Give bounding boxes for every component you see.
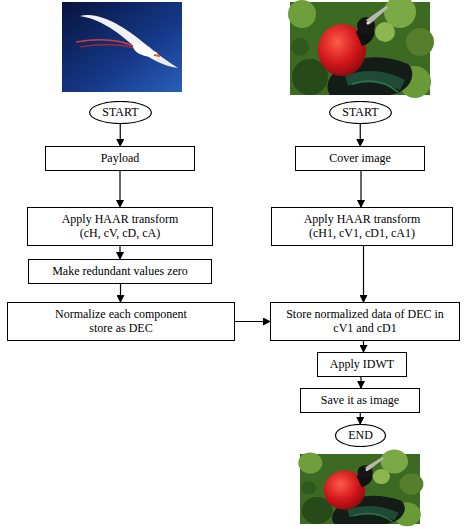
node-label: START bbox=[102, 105, 138, 119]
node-label: Save it as image bbox=[321, 393, 399, 407]
node-label: Store normalized data of DEC in cV1 and … bbox=[285, 307, 445, 335]
process-box: Apply IDWT bbox=[317, 352, 407, 377]
flow-arrow bbox=[363, 341, 364, 352]
process-box: Apply HAAR transform (cH, cV, cD, cA) bbox=[27, 207, 213, 246]
flow-arrow bbox=[120, 284, 121, 302]
flow-arrow bbox=[363, 246, 364, 302]
process-box: Payload bbox=[45, 146, 195, 171]
node-label: Apply HAAR transform (cH1, cV1, cD1, cA1… bbox=[295, 212, 430, 240]
process-box: Store normalized data of DEC in cV1 and … bbox=[270, 302, 460, 341]
process-box: Save it as image bbox=[300, 388, 420, 413]
cover-photo bbox=[288, 0, 434, 98]
flow-arrow bbox=[360, 377, 361, 388]
node-label: Make redundant values zero bbox=[52, 264, 188, 278]
process-box: Apply HAAR transform (cH1, cV1, cD1, cA1… bbox=[271, 207, 453, 246]
flow-arrow bbox=[119, 246, 120, 259]
payload-photo bbox=[62, 2, 182, 92]
node-label: Normalize each component store as DEC bbox=[46, 307, 196, 335]
process-box: Cover image bbox=[295, 146, 425, 171]
flow-arrow bbox=[360, 124, 361, 146]
process-box: Make redundant values zero bbox=[28, 259, 212, 284]
node-label: Cover image bbox=[329, 151, 391, 165]
node-label: END bbox=[348, 428, 373, 442]
flow-arrow bbox=[235, 321, 270, 322]
process-box: Normalize each component store as DEC bbox=[7, 302, 235, 341]
start-terminal: START bbox=[89, 101, 152, 124]
flow-arrow bbox=[360, 171, 361, 207]
node-label: START bbox=[342, 105, 378, 119]
node-label: Apply IDWT bbox=[330, 357, 394, 371]
node-label: Apply HAAR transform (cH, cV, cD, cA) bbox=[53, 212, 188, 240]
flow-arrow bbox=[119, 171, 120, 207]
flow-arrow bbox=[360, 413, 361, 424]
flow-arrow bbox=[120, 124, 121, 146]
node-label: Payload bbox=[101, 151, 140, 165]
start-terminal: START bbox=[329, 101, 392, 124]
stego-photo bbox=[298, 449, 423, 526]
end-terminal: END bbox=[335, 424, 386, 447]
